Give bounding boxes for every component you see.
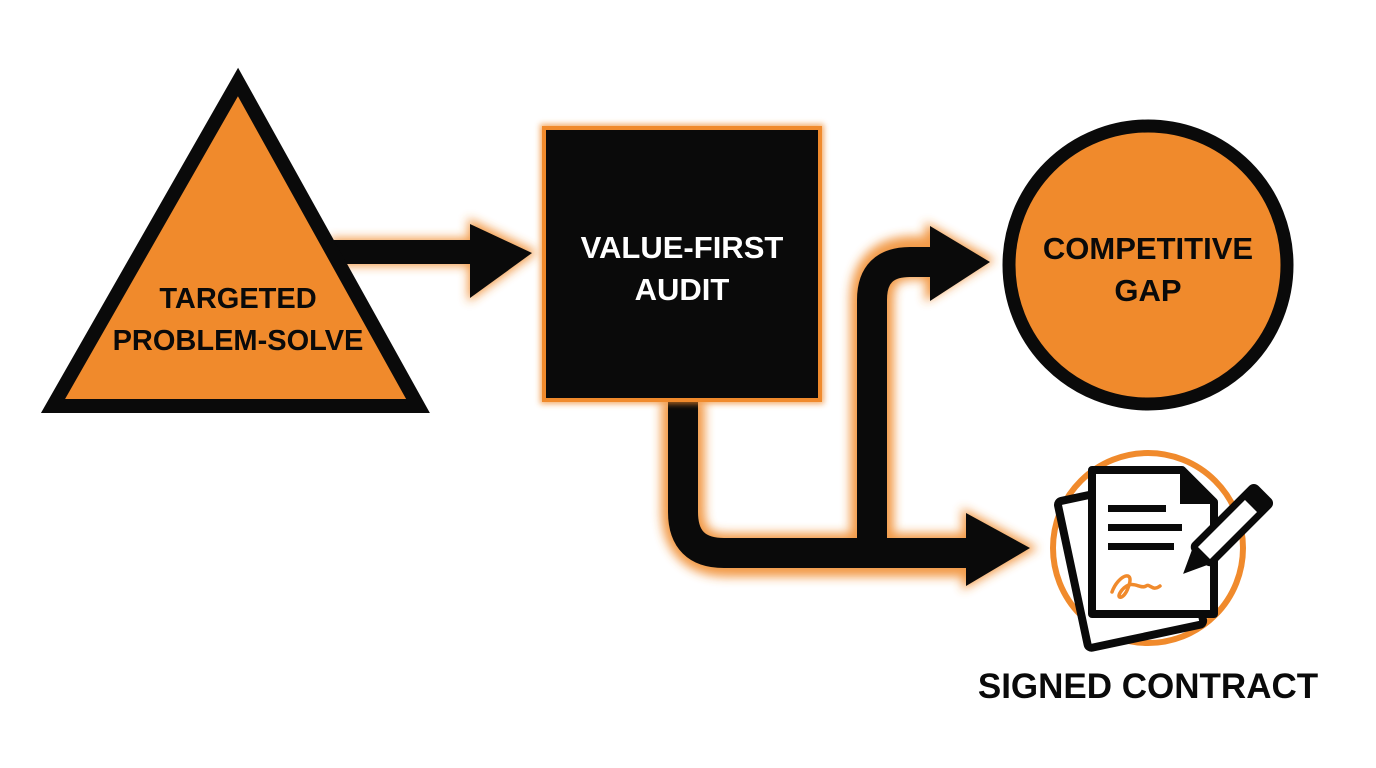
connector-problem-to-audit: [330, 224, 532, 298]
audit-square-shape: [542, 126, 822, 402]
connector-branch-to-gap: [857, 226, 990, 538]
audit-label-line1: VALUE-FIRST: [581, 230, 784, 265]
problem-solve-label-line2: PROBLEM-SOLVE: [113, 325, 364, 357]
gap-circle-shape: [1002, 119, 1294, 411]
gap-label-line1: COMPETITIVE: [1043, 231, 1253, 266]
audit-label-line2: AUDIT: [635, 272, 730, 307]
connector-audit-to-contract: [668, 400, 1030, 586]
contract-label: SIGNED CONTRACT: [978, 667, 1318, 706]
triangle-shape: [40, 67, 430, 413]
node-competitive-gap: COMPETITIVE GAP: [1002, 119, 1294, 411]
gap-label-line2: GAP: [1114, 273, 1181, 308]
signed-document-pen-icon: [1050, 450, 1274, 652]
problem-solve-label-line1: TARGETED: [159, 283, 316, 315]
node-value-first-audit: VALUE-FIRST AUDIT: [540, 124, 824, 404]
node-targeted-problem-solve: TARGETED PROBLEM-SOLVE: [40, 67, 430, 413]
node-signed-contract: SIGNED CONTRACT: [978, 450, 1318, 706]
